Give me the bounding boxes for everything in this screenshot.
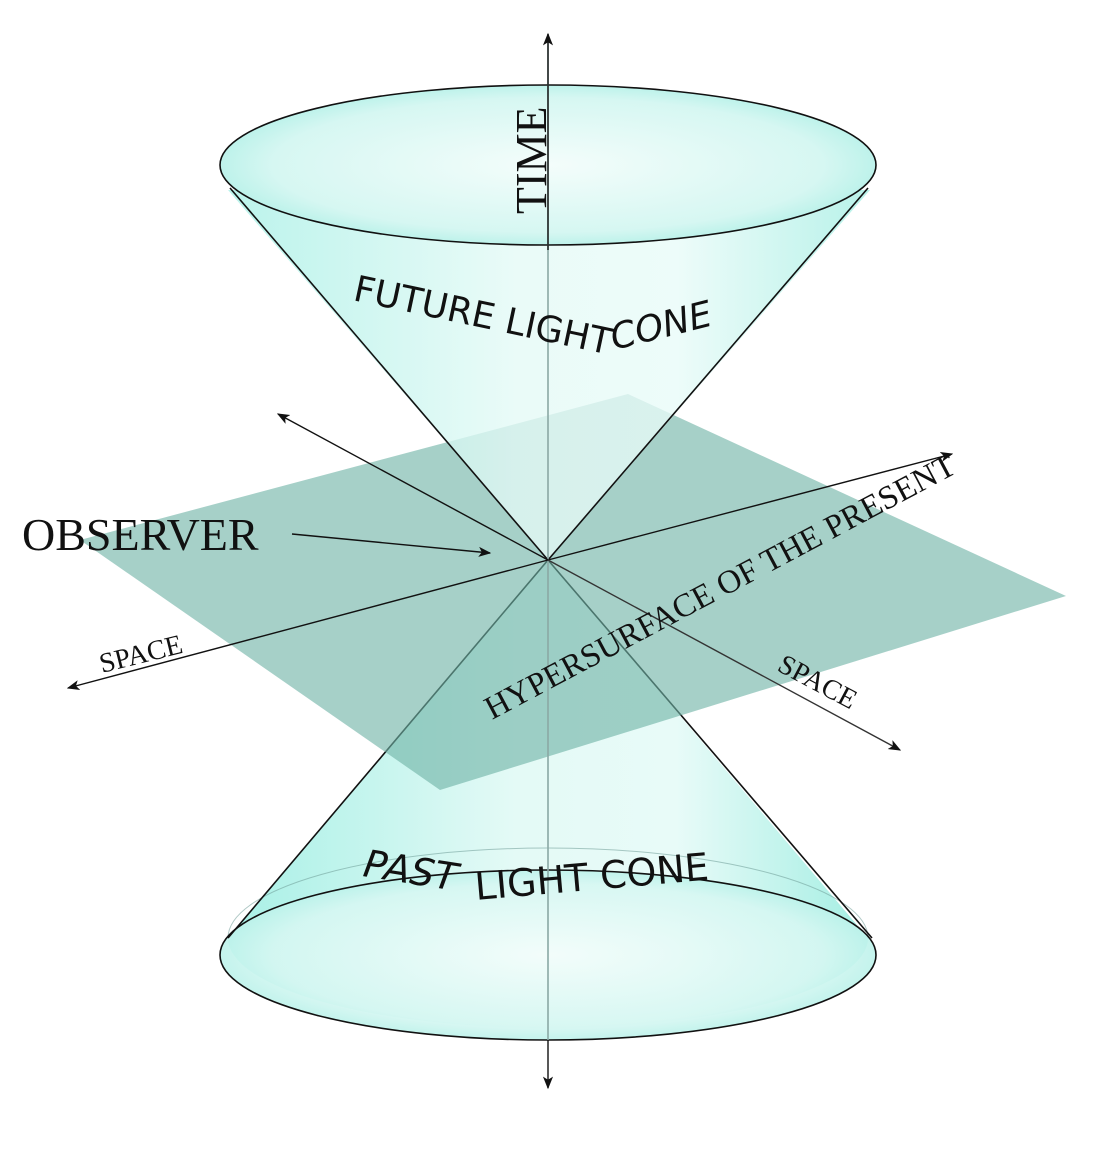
hypersurface-plane [80,394,1066,790]
space-axis-2 [276,413,902,751]
time-label: TIME [507,106,556,214]
observer-label: OBSERVER [22,509,259,560]
space-label-left: SPACE [96,629,186,680]
space-axis-1 [66,452,954,690]
observer-pointer [291,533,492,557]
